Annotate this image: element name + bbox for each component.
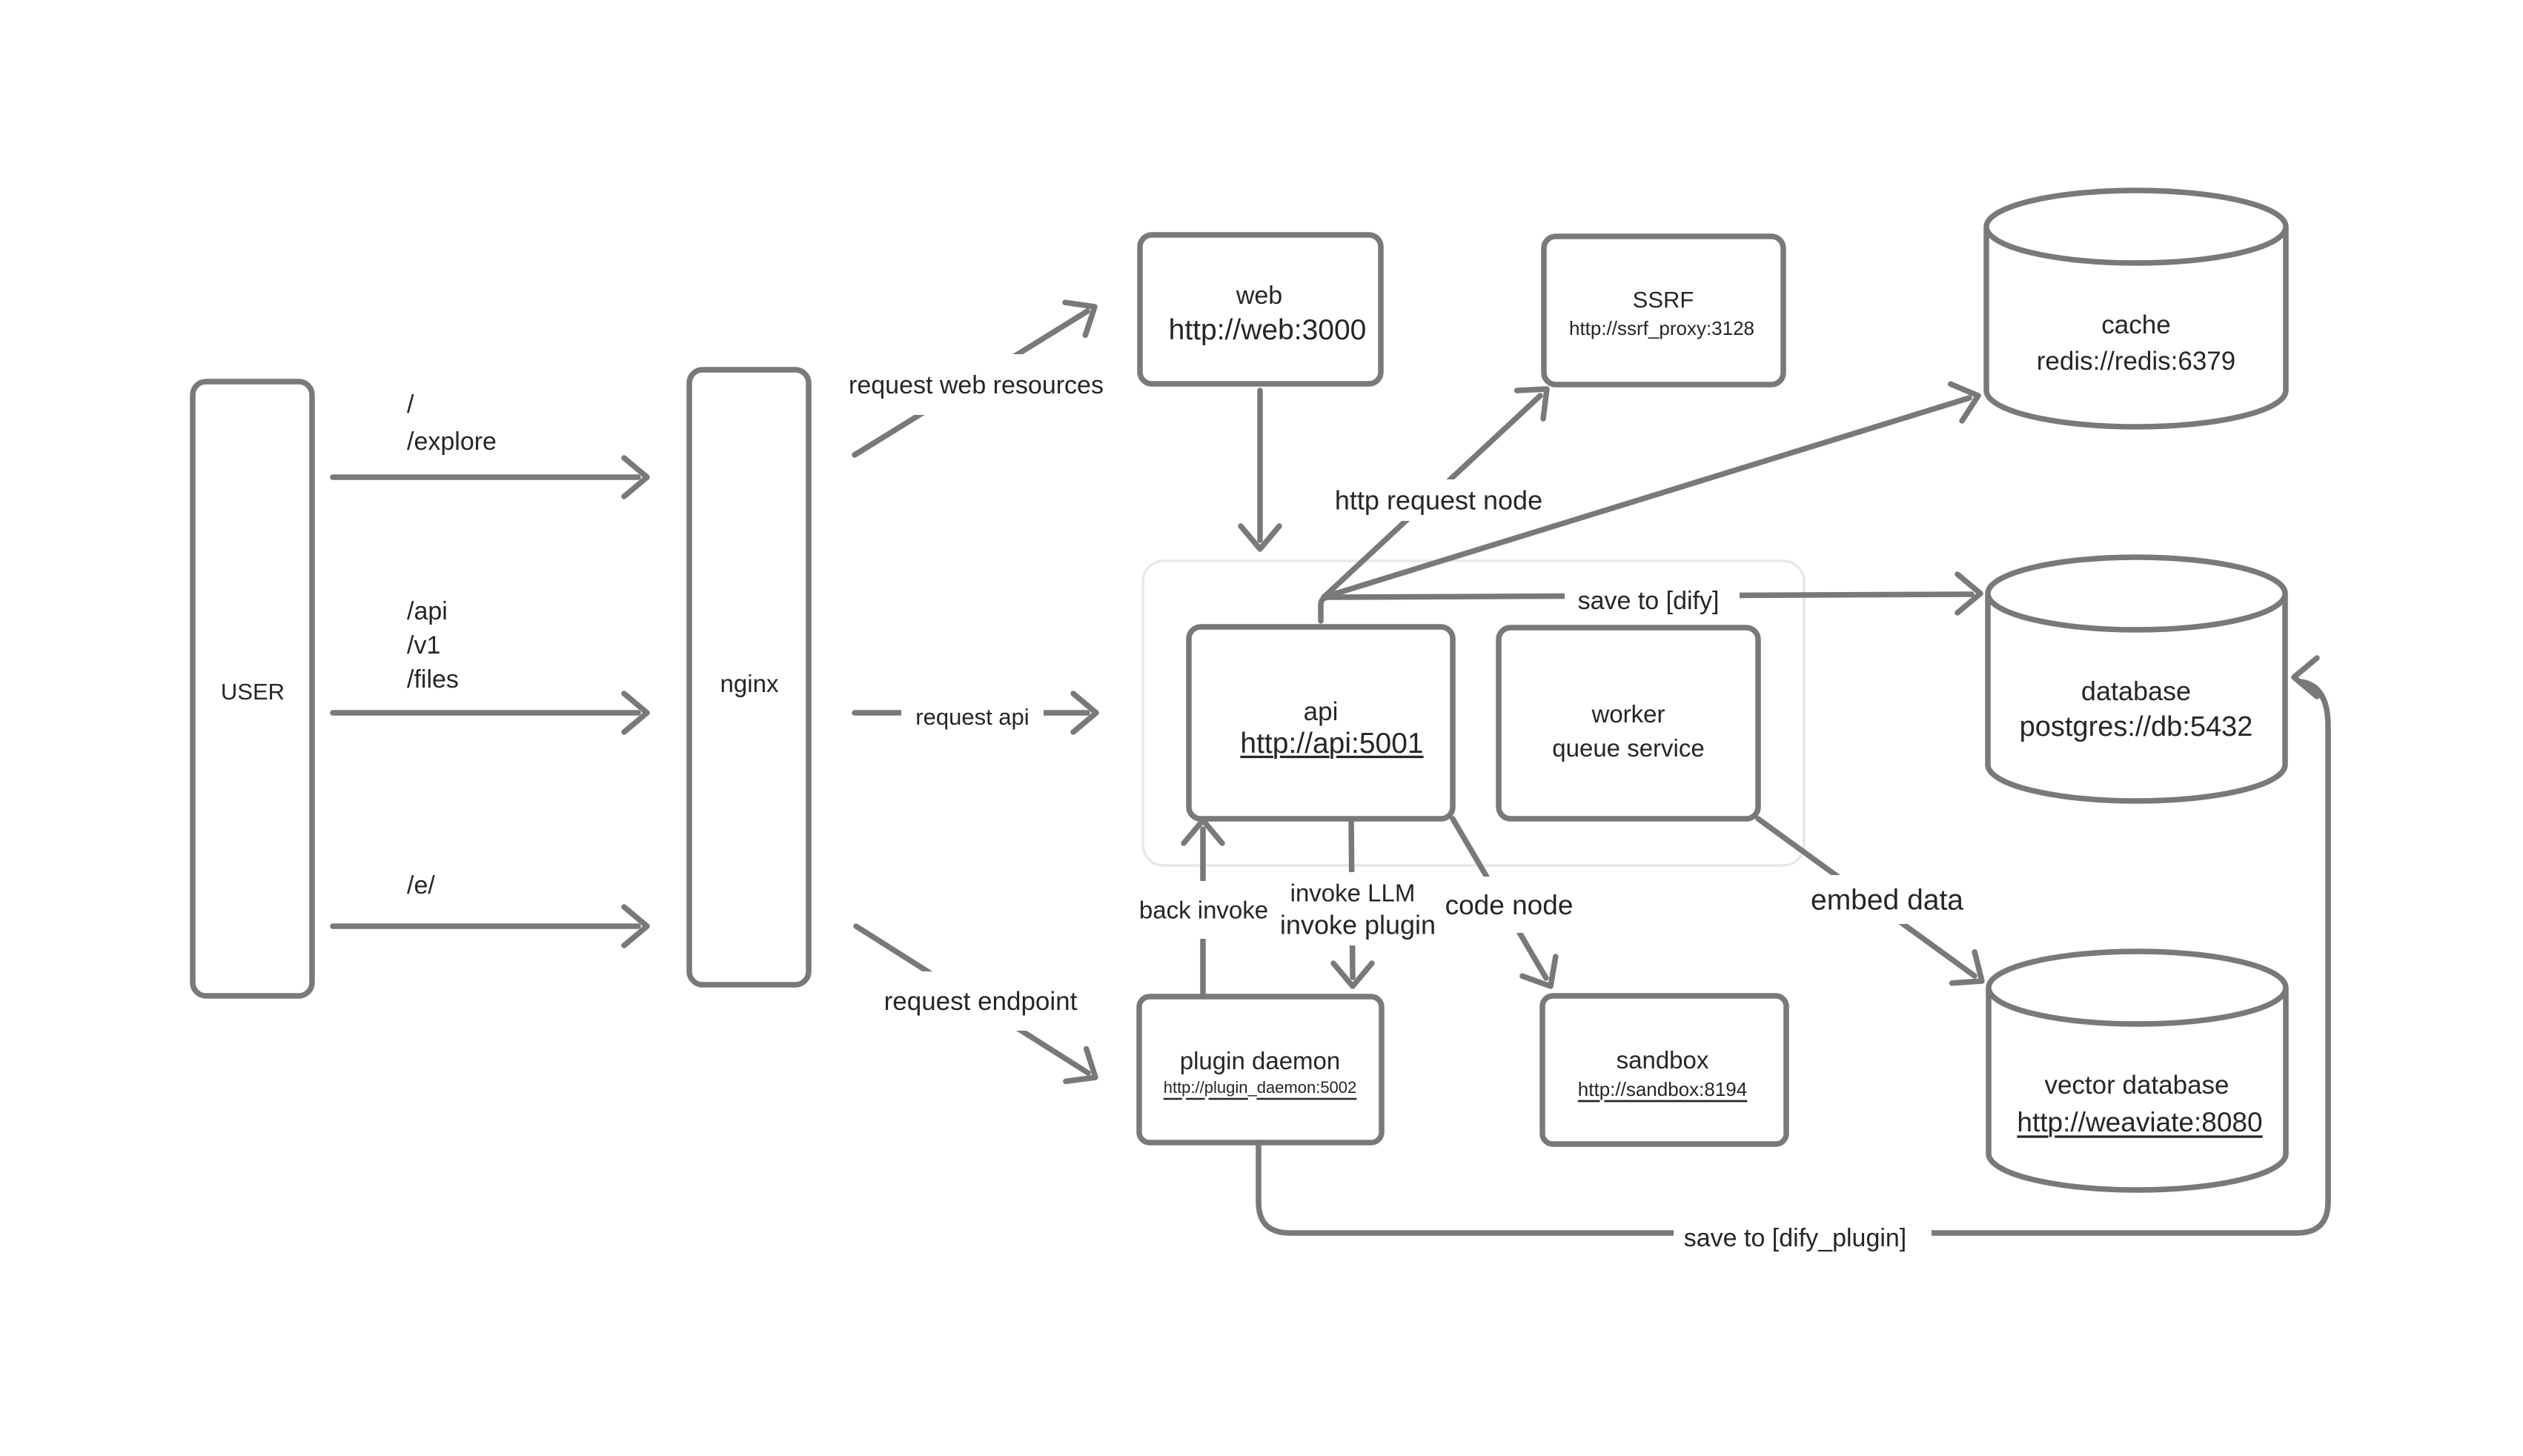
- svg-text:vector database: vector database: [2044, 1071, 2229, 1100]
- svg-text:SSRF: SSRF: [1633, 287, 1694, 313]
- svg-text:save to [dify]: save to [dify]: [1578, 587, 1720, 615]
- svg-text:request api: request api: [915, 704, 1029, 730]
- svg-text:/e/: /e/: [407, 871, 435, 900]
- svg-text:/api: /api: [407, 597, 448, 625]
- svg-text:http://ssrf_proxy:3128: http://ssrf_proxy:3128: [1569, 317, 1754, 339]
- svg-text:worker: worker: [1591, 700, 1665, 728]
- svg-text:database: database: [2081, 676, 2191, 706]
- svg-text:cache: cache: [2101, 310, 2170, 339]
- svg-text:/v1: /v1: [407, 631, 440, 659]
- svg-text:http://sandbox:8194: http://sandbox:8194: [1578, 1078, 1747, 1100]
- svg-text:back invoke: back invoke: [1139, 897, 1268, 924]
- svg-text:/explore: /explore: [407, 428, 497, 456]
- svg-text:request web resources: request web resources: [849, 371, 1104, 399]
- svg-text:save to [dify_plugin]: save to [dify_plugin]: [1684, 1224, 1907, 1252]
- svg-text:api: api: [1304, 697, 1339, 726]
- svg-text:redis://redis:6379: redis://redis:6379: [2037, 347, 2235, 376]
- svg-text:embed data: embed data: [1811, 885, 1963, 917]
- svg-text:http request node: http request node: [1335, 485, 1542, 516]
- svg-text:queue service: queue service: [1552, 734, 1704, 762]
- svg-text:postgres://db:5432: postgres://db:5432: [2020, 711, 2253, 742]
- svg-text:http://plugin_daemon:5002: http://plugin_daemon:5002: [1164, 1078, 1357, 1097]
- svg-text:request endpoint: request endpoint: [884, 987, 1078, 1016]
- svg-text:nginx: nginx: [720, 670, 779, 697]
- svg-text:web: web: [1236, 282, 1282, 310]
- svg-text:invoke LLM: invoke LLM: [1290, 880, 1416, 907]
- svg-text:plugin daemon: plugin daemon: [1180, 1047, 1341, 1074]
- svg-text:USER: USER: [221, 679, 285, 705]
- svg-text:sandbox: sandbox: [1617, 1046, 1709, 1074]
- svg-text:invoke plugin: invoke plugin: [1280, 910, 1436, 940]
- svg-text:http://weaviate:8080: http://weaviate:8080: [2017, 1107, 2262, 1137]
- svg-text:http://api:5001: http://api:5001: [1240, 728, 1423, 759]
- svg-text:code node: code node: [1445, 890, 1574, 920]
- svg-text:http://web:3000: http://web:3000: [1169, 314, 1367, 346]
- svg-text:/files: /files: [407, 665, 459, 694]
- svg-text:/: /: [407, 390, 414, 419]
